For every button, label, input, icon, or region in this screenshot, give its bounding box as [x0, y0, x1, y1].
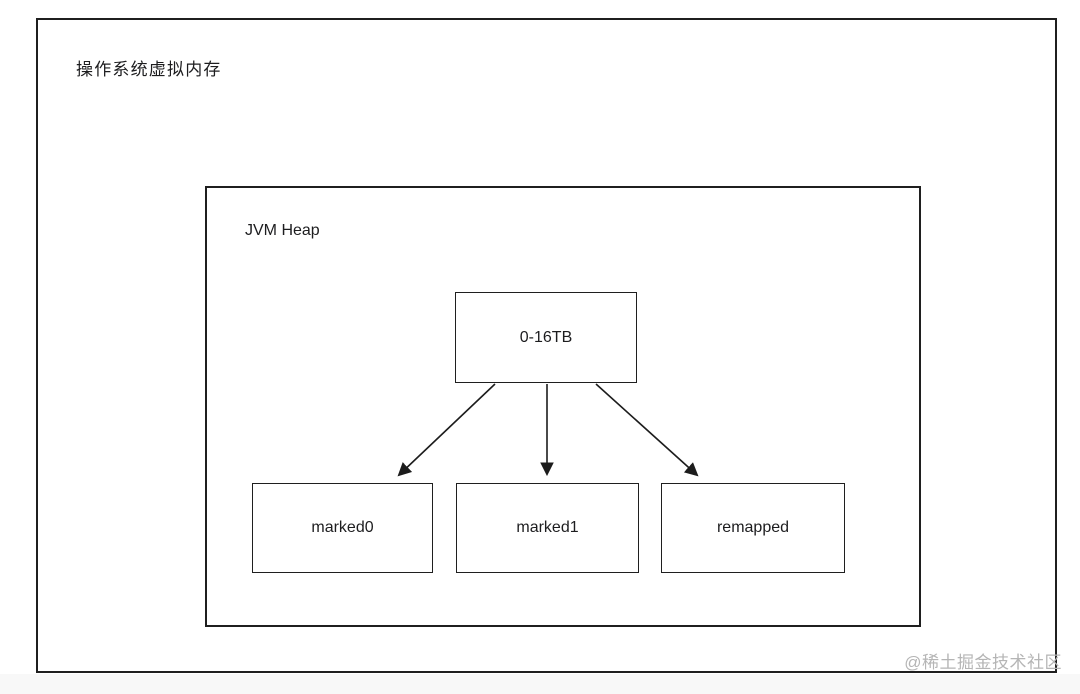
node-marked1: marked1 [456, 483, 639, 573]
node-address-range: 0-16TB [455, 292, 637, 383]
jvm-heap-label: JVM Heap [245, 222, 320, 239]
node-remapped-label: remapped [716, 519, 790, 536]
node-marked0: marked0 [252, 483, 433, 573]
os-virtual-memory-label: 操作系统虚拟内存 [76, 60, 222, 79]
watermark-text: @稀土掘金技术社区 [904, 653, 1062, 672]
node-marked1-label: marked1 [516, 519, 579, 536]
bottom-margin-strip [0, 674, 1080, 694]
node-address-range-label: 0-16TB [519, 328, 573, 346]
node-remapped: remapped [661, 483, 845, 573]
node-marked0-label: marked0 [311, 519, 374, 536]
